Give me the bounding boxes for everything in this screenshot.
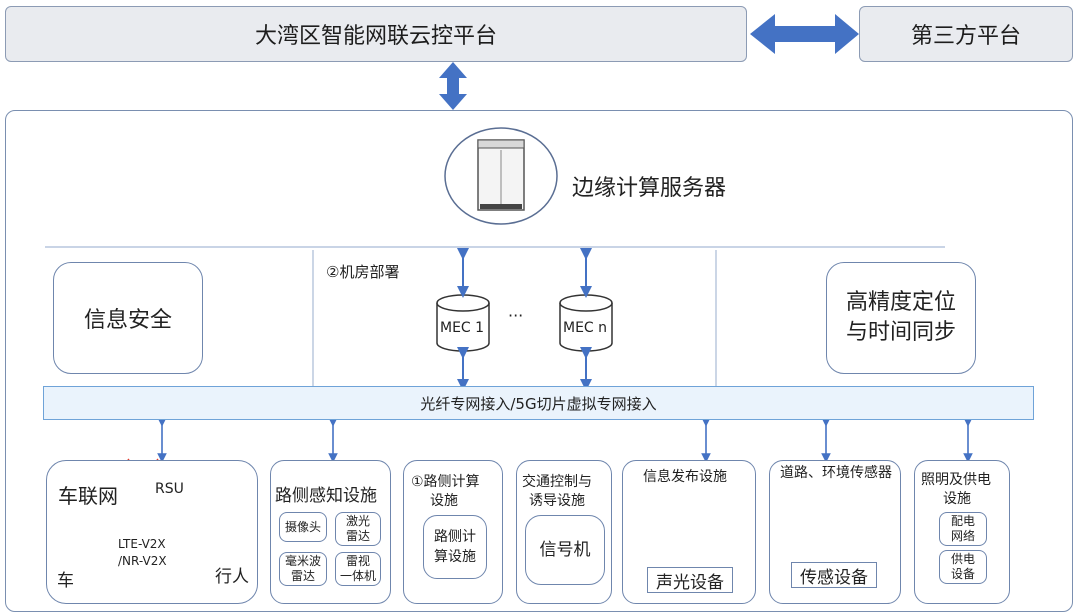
power-dist-line-2: 网络 <box>950 529 975 543</box>
third-party-box: 第三方平台 <box>859 6 1073 62</box>
power-dist-line-1: 配电 <box>950 514 975 528</box>
mec-n-label: MEC n <box>563 320 608 336</box>
v2x-title: 车联网 <box>58 484 118 508</box>
mmwave-line-2: 雷达 <box>290 569 315 583</box>
radar-video-box: 雷视 一体机 <box>335 552 381 586</box>
double-arrow-vertical-icon <box>439 62 467 110</box>
edge-frame <box>5 110 1073 612</box>
server-icon <box>444 127 558 225</box>
radar-video-line-1: 雷视 <box>345 554 370 568</box>
mec-ellipsis: ··· <box>508 306 524 325</box>
roadside-compute-inner-2: 算设施 <box>434 549 476 565</box>
lidar-line-1: 激光 <box>345 514 370 528</box>
lighting-title-1: 照明及供电 <box>921 472 991 488</box>
access-bar: 光纤专网接入/5G切片虚拟专网接入 <box>43 386 1034 420</box>
mec-1-label: MEC 1 <box>440 320 485 336</box>
roadside-compute-title-1: ①路侧计算 <box>411 474 480 490</box>
third-party-label: 第三方平台 <box>910 24 1021 49</box>
camera-box: 摄像头 <box>279 512 327 542</box>
mmwave-line-1: 毫米波 <box>284 554 321 568</box>
traffic-title-2: 诱导设施 <box>529 493 585 509</box>
info-release-title: 信息发布设施 <box>643 469 727 485</box>
mmwave-box: 毫米波 雷达 <box>279 552 327 586</box>
sensor-device-box: 传感设备 <box>791 562 877 588</box>
double-arrow-horizontal-icon <box>750 14 859 54</box>
positioning-box: 高精度定位 与时间同步 <box>826 262 976 374</box>
power-supply-line-1: 供电 <box>950 552 975 566</box>
roadside-compute-title-2: 设施 <box>430 493 458 509</box>
sensor-device-label: 传感设备 <box>800 567 868 588</box>
sound-light-box: 声光设备 <box>647 567 733 593</box>
database-icon <box>559 294 613 352</box>
roadside-compute-inner-1: 路侧计 <box>434 529 476 545</box>
lidar-line-2: 雷达 <box>345 529 370 543</box>
power-supply-box: 供电 设备 <box>939 550 987 584</box>
nr-label: /NR-V2X <box>118 554 167 568</box>
env-sensor-title: 道路、环境传感器 <box>780 465 892 481</box>
roadside-sense-title: 路侧感知设施 <box>275 486 377 506</box>
lte-label: LTE-V2X <box>118 537 166 551</box>
car-label: 车 <box>57 571 74 591</box>
room-deploy-label: ②机房部署 <box>326 263 400 281</box>
signal-box: 信号机 <box>525 515 605 585</box>
pedestrian-label: 行人 <box>215 567 249 587</box>
power-dist-box: 配电 网络 <box>939 512 987 546</box>
positioning-line-2: 与时间同步 <box>845 320 956 345</box>
v2x-box <box>46 460 258 604</box>
lidar-box: 激光 雷达 <box>335 512 381 546</box>
signal-label: 信号机 <box>539 539 591 560</box>
camera-label: 摄像头 <box>284 519 321 534</box>
radar-video-line-2: 一体机 <box>339 569 376 583</box>
roadside-compute-inner: 路侧计 算设施 <box>423 515 487 579</box>
rsu-label: RSU <box>155 481 184 497</box>
info-security-label: 信息安全 <box>83 308 172 333</box>
power-supply-line-2: 设备 <box>950 567 975 581</box>
positioning-line-1: 高精度定位 <box>845 290 956 315</box>
cloud-platform-box: 大湾区智能网联云控平台 <box>5 6 747 62</box>
lighting-title-2: 设施 <box>943 491 971 507</box>
traffic-title-1: 交通控制与 <box>522 474 592 490</box>
access-bar-label: 光纤专网接入/5G切片虚拟专网接入 <box>420 394 657 413</box>
sound-light-label: 声光设备 <box>656 572 724 593</box>
info-security-box: 信息安全 <box>53 262 203 374</box>
cloud-platform-label: 大湾区智能网联云控平台 <box>254 24 497 49</box>
edge-server-label: 边缘计算服务器 <box>572 176 727 201</box>
